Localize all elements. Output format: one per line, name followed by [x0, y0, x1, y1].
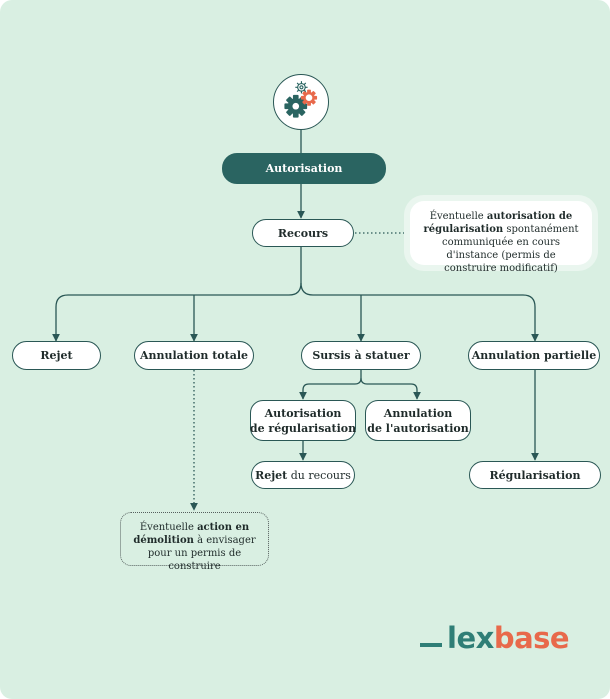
gears-icon-graphic: [284, 81, 318, 118]
node-regularisation-label: Régularisation: [489, 468, 581, 482]
note-regularisation: Éventuelle autorisation de régularisatio…: [410, 201, 592, 274]
gears-icon: [273, 74, 329, 130]
node-rejet-du-recours-bold: Rejet: [255, 468, 288, 482]
node-autorisation-regularisation-line2: de régularisation: [249, 421, 357, 435]
node-annulation-autorisation-line1: Annulation: [383, 406, 453, 420]
node-annulation-partielle-label: Annulation partielle: [471, 349, 597, 362]
node-regularisation: Régularisation: [469, 461, 601, 489]
node-annulation-totale-label: Annulation totale: [139, 349, 249, 362]
node-rejet-du-recours-rest: du recours: [287, 468, 351, 482]
node-sursis-label: Sursis à statuer: [312, 349, 410, 362]
note-reg-prefix: Éventuelle: [429, 211, 487, 222]
logo-bar: [420, 643, 442, 647]
note-reg-bold: autorisation de régularisation: [423, 211, 573, 235]
node-autorisation-regularisation: Autorisation de régularisation: [250, 400, 356, 441]
logo-lex: lex: [447, 621, 494, 655]
node-autorisation-label: Autorisation: [265, 162, 343, 175]
node-autorisation-regularisation-line1: Autorisation: [264, 406, 342, 420]
note-reg-suffix: spontanément communiquée en cours d'inst…: [441, 224, 579, 274]
node-rejet-du-recours: Rejet du recours: [251, 461, 355, 489]
note-demo-suffix: à envisager pour un permis de construire: [147, 535, 256, 572]
node-annulation-autorisation-line2: de l'autorisation: [367, 421, 469, 435]
note-demo-bold: action en démolition: [133, 522, 250, 546]
node-rejet: Rejet: [12, 341, 101, 370]
node-recours: Recours: [252, 219, 354, 247]
note-demolition: Éventuelle action en démolition à envisa…: [120, 512, 269, 572]
logo-base: base: [493, 621, 570, 655]
node-sursis-a-statuer: Sursis à statuer: [301, 341, 421, 370]
note-demo-prefix: Éventuelle: [139, 522, 198, 533]
node-rejet-label: Rejet: [40, 349, 73, 362]
node-annulation-totale: Annulation totale: [134, 341, 254, 370]
node-recours-label: Recours: [277, 226, 329, 240]
node-autorisation: Autorisation: [222, 153, 386, 184]
node-annulation-autorisation: Annulation de l'autorisation: [365, 400, 471, 441]
node-annulation-partielle: Annulation partielle: [468, 341, 600, 370]
